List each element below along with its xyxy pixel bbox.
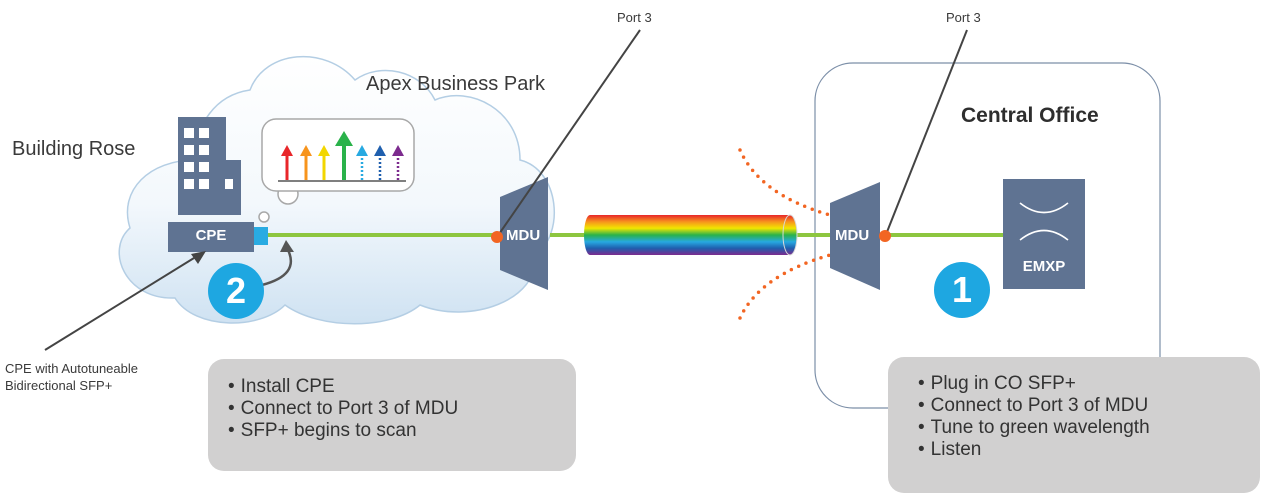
step-2-number: 2 [225, 270, 247, 311]
left-step-item: Install CPE [228, 376, 576, 398]
cpe-device [168, 222, 254, 252]
left-steps-box: Install CPE Connect to Port 3 of MDU SFP… [208, 359, 576, 471]
right-steps-box: Plug in CO SFP+ Connect to Port 3 of MDU… [888, 357, 1260, 493]
right-step-item: Connect to Port 3 of MDU [918, 395, 1260, 417]
business-park-label: Apex Business Park [366, 73, 545, 95]
step-1-number: 1 [951, 269, 973, 310]
wavelength-arrows [278, 131, 406, 182]
emxp-label: EMXP [1022, 258, 1066, 275]
cpe-callout-arrowhead [191, 251, 206, 264]
scan-arc-lower [738, 253, 832, 320]
left-step-item: Connect to Port 3 of MDU [228, 398, 576, 420]
building-label: Building Rose [12, 138, 136, 160]
cpe-callout-leader [44, 257, 195, 351]
step-2-circle [208, 263, 264, 319]
cpe-label: CPE [195, 227, 227, 244]
rainbow-fiber-cable [584, 214, 798, 256]
port-right-dot [879, 230, 891, 242]
mdu-right-device [830, 182, 880, 290]
thought-dot-small [258, 211, 270, 223]
scan-return-arrowhead [280, 240, 294, 252]
step-1-circle [934, 262, 990, 318]
port-right-leader [884, 29, 968, 238]
crossconnect-icon [1019, 202, 1069, 241]
sfp-module [254, 227, 268, 245]
cpe-callout-line-1: CPE with Autotuneable [5, 361, 138, 376]
scan-arc-upper [738, 148, 832, 217]
left-step-item: SFP+ begins to scan [228, 420, 576, 442]
mdu-right-label: MDU [835, 227, 870, 244]
right-step-item: Tune to green wavelength [918, 417, 1260, 439]
right-step-item: Plug in CO SFP+ [918, 373, 1260, 395]
port-right-label: Port 3 [946, 10, 981, 25]
port-left-leader [496, 29, 641, 238]
mdu-left-label: MDU [506, 227, 541, 244]
port-left-label: Port 3 [617, 10, 652, 25]
emxp-device [1003, 179, 1085, 289]
scan-return-arrow [261, 249, 293, 287]
building-icon [178, 117, 241, 215]
cpe-callout-line-2: Bidirectional SFP+ [5, 378, 113, 393]
central-office-label: Central Office [961, 104, 1099, 127]
port-left-dot [491, 231, 503, 243]
right-step-item: Listen [918, 439, 1260, 461]
mdu-left-device [500, 177, 548, 290]
wavelength-bubble [261, 118, 415, 192]
